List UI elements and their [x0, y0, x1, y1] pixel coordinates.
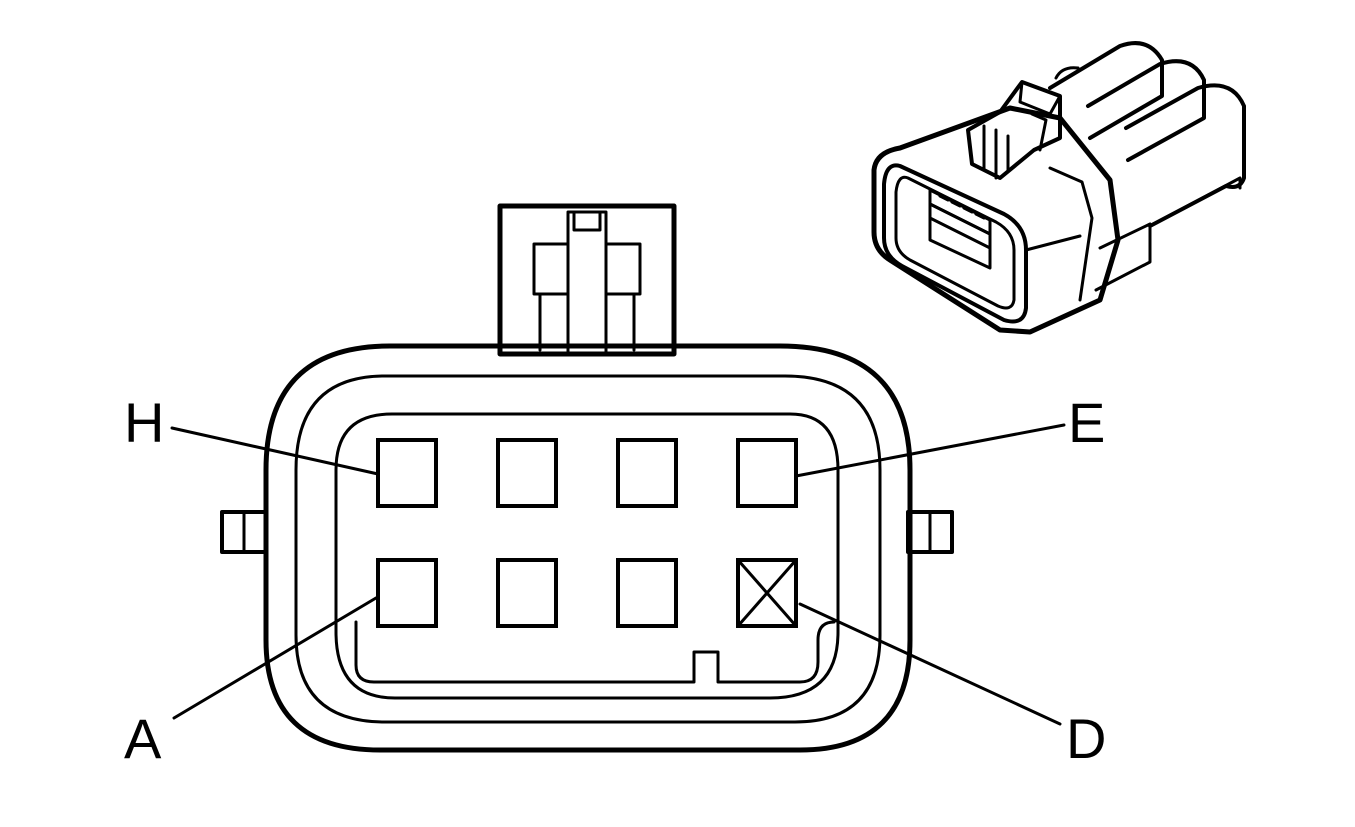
cavity [496, 438, 558, 508]
housing-outer [263, 343, 913, 753]
side-latch-right [906, 510, 954, 554]
isometric-latch [966, 80, 1062, 180]
connector-face [220, 203, 954, 753]
leader-line-h [170, 426, 380, 476]
isometric-opening [882, 163, 1028, 324]
cavity [616, 438, 678, 508]
cavity [616, 558, 678, 628]
leader-line-e [794, 423, 1066, 478]
cavity [496, 558, 558, 628]
housing-inner-face [334, 412, 840, 700]
pin-label-h: H [124, 391, 164, 454]
cavity-grid [376, 438, 798, 628]
pin-label-e: E [1068, 391, 1105, 454]
isometric-body [871, 105, 1121, 335]
cavity [736, 438, 798, 508]
cavity-plug-cross [736, 559, 798, 627]
leader-line-a [172, 596, 378, 720]
pin-label-d: D [1066, 707, 1106, 770]
leader-line-d [798, 602, 1062, 726]
keying-rib [354, 620, 836, 684]
locking-tab [497, 203, 677, 357]
side-latch-left [220, 510, 268, 554]
isometric-terminals [928, 188, 992, 270]
housing-seal-ring [294, 374, 882, 724]
cavity [376, 558, 438, 628]
connector-isometric-view [871, 41, 1246, 335]
cavity [376, 438, 438, 508]
leader-lines [170, 423, 1066, 726]
cavity-plugged [736, 558, 798, 628]
pin-label-a: A [124, 707, 162, 770]
wire-tubes [1048, 41, 1246, 292]
